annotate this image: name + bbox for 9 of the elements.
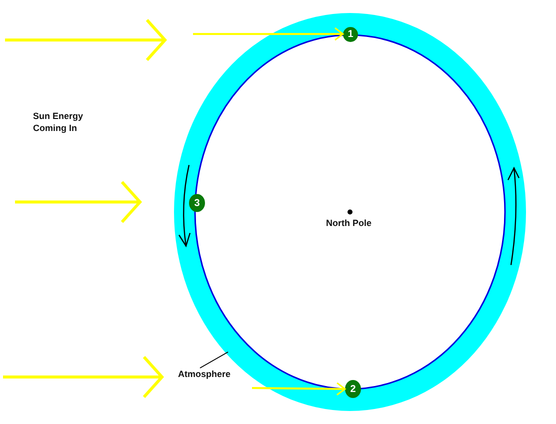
leader-line bbox=[200, 352, 228, 368]
arrow bbox=[193, 27, 344, 41]
numbered-marker: 1 bbox=[343, 27, 358, 42]
label-text: Atmosphere bbox=[178, 368, 231, 380]
label-text: North Pole bbox=[326, 217, 372, 229]
label-text: Sun Energy Coming In bbox=[33, 110, 84, 134]
numbered-marker: 2 bbox=[345, 380, 361, 398]
arrow bbox=[252, 382, 346, 396]
numbered-marker: 3 bbox=[189, 194, 205, 212]
